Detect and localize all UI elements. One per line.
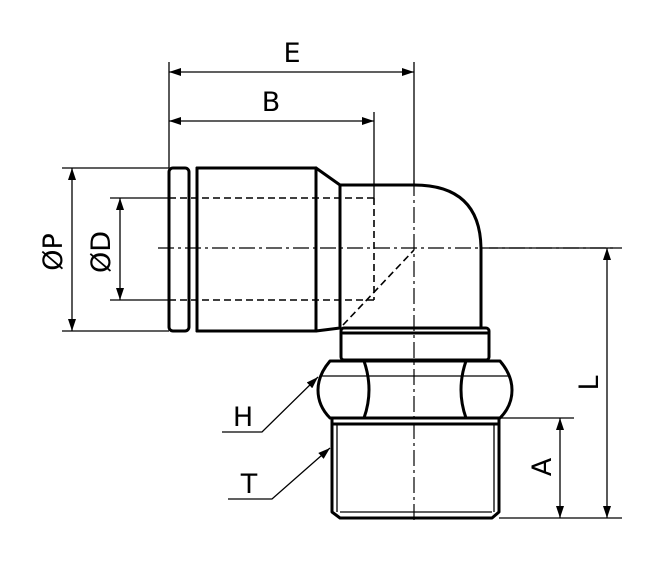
callout-h-label: H [233, 402, 253, 433]
dim-b-label: B [262, 87, 281, 118]
dim-p-label: ØP [38, 233, 69, 271]
collet-ring [167, 166, 191, 333]
leader-t [228, 447, 331, 500]
hidden-bore [169, 197, 415, 326]
dim-d-label: ØD [86, 231, 117, 273]
elbow-bend [338, 183, 483, 330]
callout-t-label: T [240, 469, 258, 500]
hex-nut [316, 359, 514, 420]
body-taper [314, 166, 342, 333]
thread [330, 416, 501, 520]
body-cylinder [195, 166, 318, 333]
dim-a-label: A [527, 457, 558, 476]
leader-h [222, 376, 319, 433]
dim-l-label: L [574, 375, 605, 390]
dim-e-label: E [283, 38, 300, 69]
dimension-lines [62, 62, 622, 519]
elbow-fitting [158, 166, 614, 524]
